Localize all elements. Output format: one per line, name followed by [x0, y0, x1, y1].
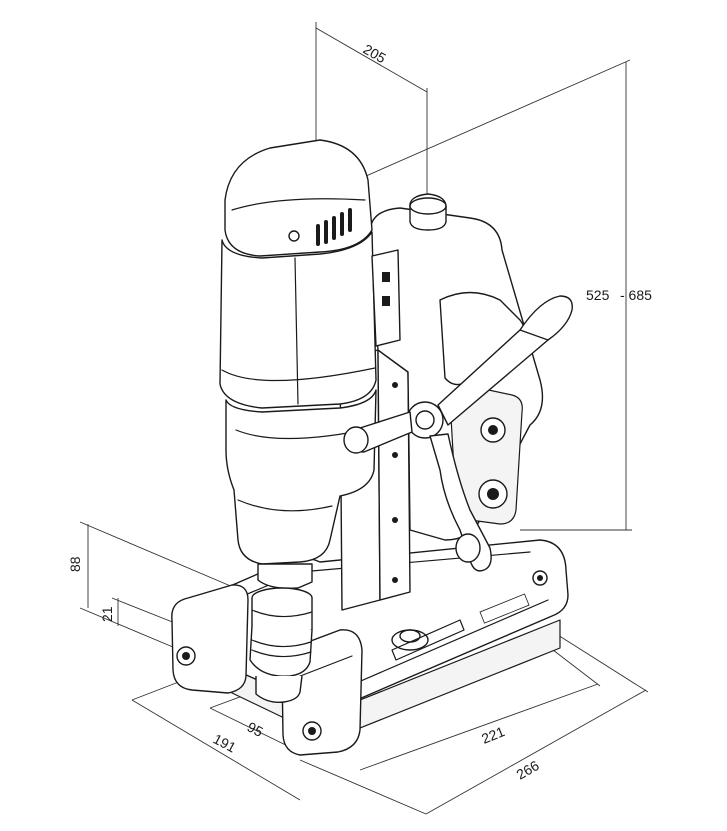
dim-95: 95	[245, 719, 266, 741]
dim-191: 191	[211, 731, 239, 756]
dim-266: 266	[514, 757, 542, 783]
dim-88: 88	[67, 556, 83, 572]
rear-housing	[369, 193, 544, 541]
dim-685: - 685	[620, 287, 652, 303]
feed-handles	[343, 295, 573, 572]
dim-21: 21	[99, 606, 115, 622]
dim-205: 205	[361, 41, 389, 67]
drill-motor	[219, 139, 401, 704]
dim-525: 525	[586, 287, 610, 303]
dim-221: 221	[479, 723, 507, 747]
motor-vents	[316, 208, 352, 246]
